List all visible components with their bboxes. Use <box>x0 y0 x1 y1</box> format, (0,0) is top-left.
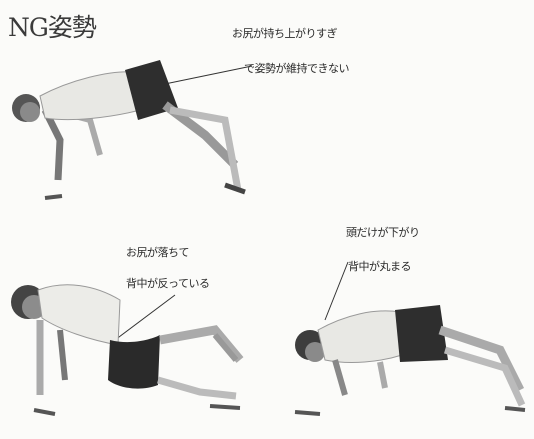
figure-hips-dropped <box>11 284 244 416</box>
caption-hips-dropped-line1: お尻が落ちて <box>126 246 190 259</box>
caption-head-down-line2: 背中が丸まる <box>348 260 412 273</box>
caption-head-down-line1: 頭だけが下がり <box>346 226 420 239</box>
caption-hips-too-high-line2: で姿勢が維持できない <box>244 62 350 75</box>
page-title: NG姿勢 <box>8 13 97 42</box>
figure-hips-too-high <box>12 60 253 200</box>
caption-hips-too-high-line1: お尻が持ち上がりすぎ <box>232 27 338 40</box>
caption-hips-dropped-line2: 背中が反っている <box>126 277 210 290</box>
figure-head-down <box>294 261 526 416</box>
